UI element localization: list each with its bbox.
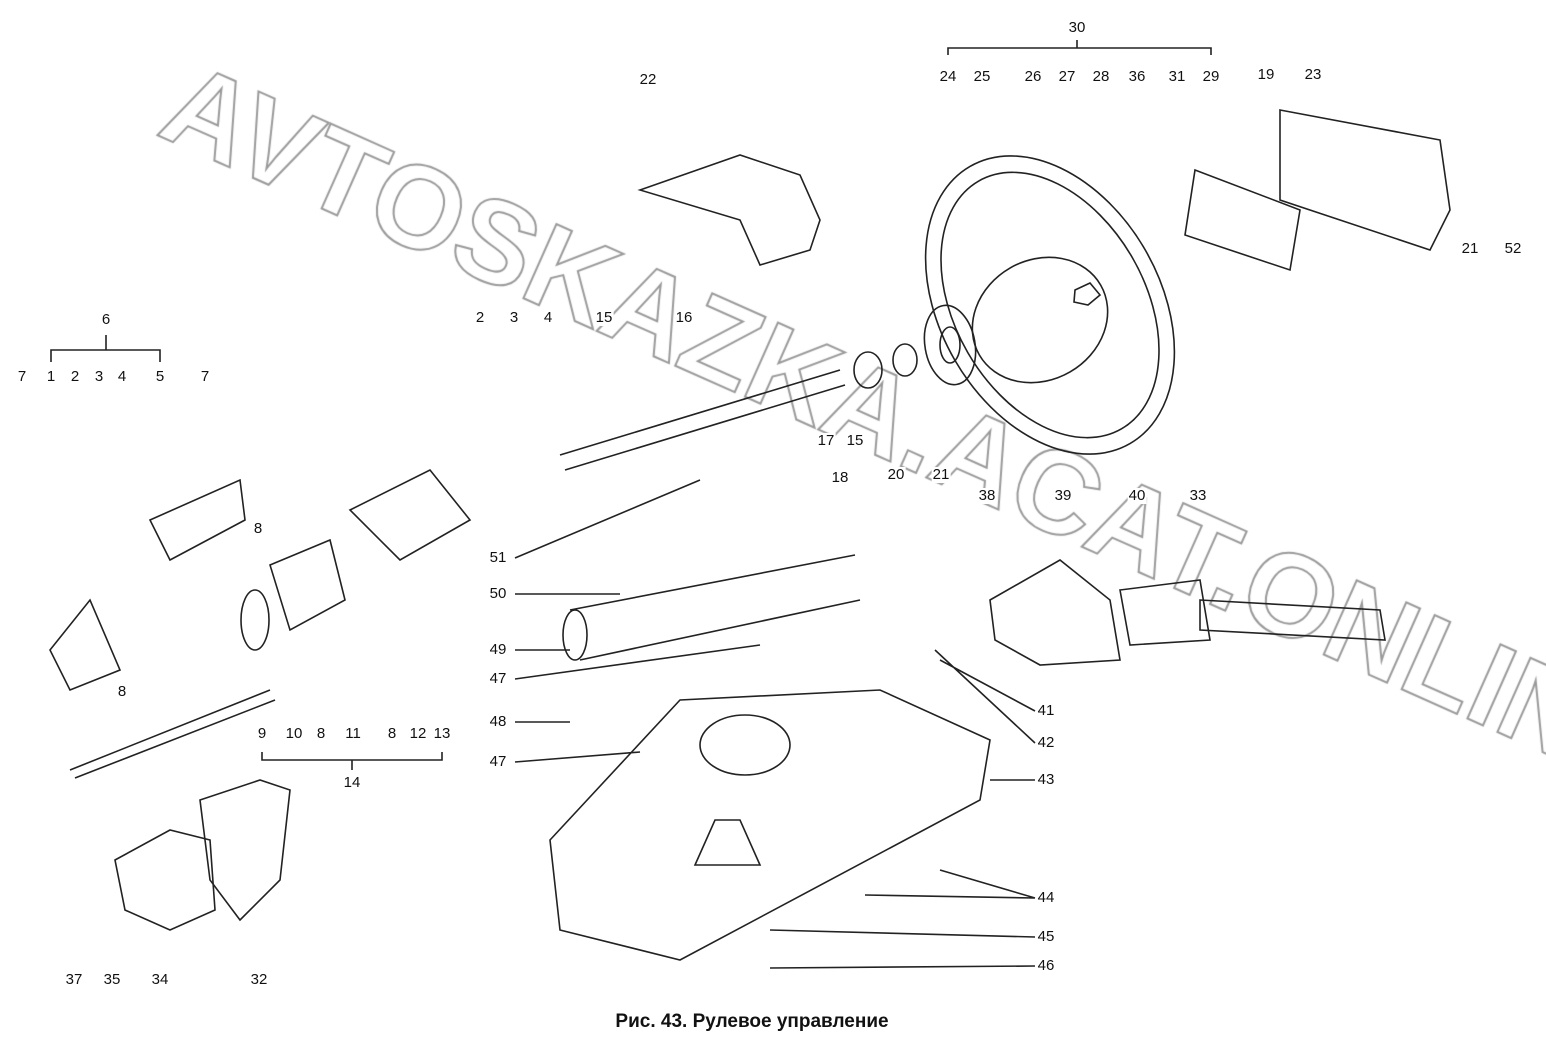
part-callout: 30	[1067, 19, 1087, 36]
part-callout: 46	[1036, 957, 1056, 974]
part-callout: 51	[488, 549, 508, 566]
part-callout: 42	[1036, 734, 1056, 751]
part-callout: 15	[594, 309, 614, 326]
group-bracket-30	[947, 40, 1212, 55]
part-callout: 1	[45, 368, 57, 385]
part-callout: 5	[154, 368, 166, 385]
ignition-switch	[989, 559, 1121, 666]
part-callout: 31	[1167, 68, 1187, 85]
part-callout: 3	[93, 368, 105, 385]
part-callout: 8	[315, 725, 327, 742]
part-callout: 52	[1503, 240, 1523, 257]
part-callout: 38	[977, 487, 997, 504]
horn-pad	[1279, 109, 1451, 251]
part-callout: 43	[1036, 771, 1056, 788]
part-callout: 4	[542, 309, 554, 326]
part-callout: 8	[116, 683, 128, 700]
part-callout: 19	[1256, 66, 1276, 83]
part-callout: 7	[199, 368, 211, 385]
part-callout: 28	[1091, 68, 1111, 85]
part-callout: 2	[474, 309, 486, 326]
part-callout: 18	[830, 469, 850, 486]
horn-plate	[1184, 168, 1301, 272]
part-callout: 20	[886, 466, 906, 483]
part-callout: 26	[1023, 68, 1043, 85]
lower-shroud	[549, 689, 991, 961]
part-callout: 14	[342, 774, 362, 791]
part-callout: 4	[116, 368, 128, 385]
part-callout: 10	[284, 725, 304, 742]
part-callout: 13	[432, 725, 452, 742]
part-callout: 34	[150, 971, 170, 988]
part-callout: 47	[488, 753, 508, 770]
part-callout: 50	[488, 585, 508, 602]
group-bracket-6	[50, 335, 161, 362]
steering-wheel	[923, 155, 1176, 455]
part-callout: 11	[344, 725, 362, 742]
part-callout: 29	[1201, 68, 1221, 85]
part-callout: 15	[845, 432, 865, 449]
part-callout: 17	[816, 432, 836, 449]
part-callout: 16	[674, 309, 694, 326]
part-callout: 8	[386, 725, 398, 742]
part-callout: 37	[64, 971, 84, 988]
part-callout: 35	[102, 971, 122, 988]
part-callout: 2	[69, 368, 81, 385]
part-callout: 6	[100, 311, 112, 328]
figure-caption: Рис. 43. Рулевое управление	[615, 1011, 889, 1033]
part-callout: 8	[252, 520, 264, 537]
part-callout: 7	[16, 368, 28, 385]
part-callout: 24	[938, 68, 958, 85]
leader-lines	[514, 479, 1036, 969]
part-callout: 21	[931, 466, 951, 483]
wiper-lever	[1199, 599, 1386, 641]
part-callout: 33	[1188, 487, 1208, 504]
part-callout: 23	[1303, 66, 1323, 83]
seal-32	[199, 779, 291, 922]
part-callout: 27	[1057, 68, 1077, 85]
part-callout: 44	[1036, 889, 1056, 906]
combination-switch	[1119, 579, 1211, 646]
part-callout: 32	[249, 971, 269, 988]
part-callout: 36	[1127, 68, 1147, 85]
part-callout: 49	[488, 641, 508, 658]
part-callout: 25	[972, 68, 992, 85]
part-callout: 40	[1127, 487, 1147, 504]
part-callout: 22	[638, 71, 658, 88]
group-bracket-14	[261, 752, 443, 770]
part-callout: 3	[508, 309, 520, 326]
part-callout: 9	[256, 725, 268, 742]
part-callout: 48	[488, 713, 508, 730]
upper-cover	[637, 154, 821, 266]
column-tube	[562, 554, 861, 661]
part-callout: 47	[488, 670, 508, 687]
part-callout: 41	[1036, 702, 1056, 719]
part-callout: 39	[1053, 487, 1073, 504]
flange-34	[114, 829, 216, 931]
part-callout: 21	[1460, 240, 1480, 257]
steering-column	[49, 343, 918, 779]
part-callout: 12	[408, 725, 428, 742]
part-callout: 45	[1036, 928, 1056, 945]
